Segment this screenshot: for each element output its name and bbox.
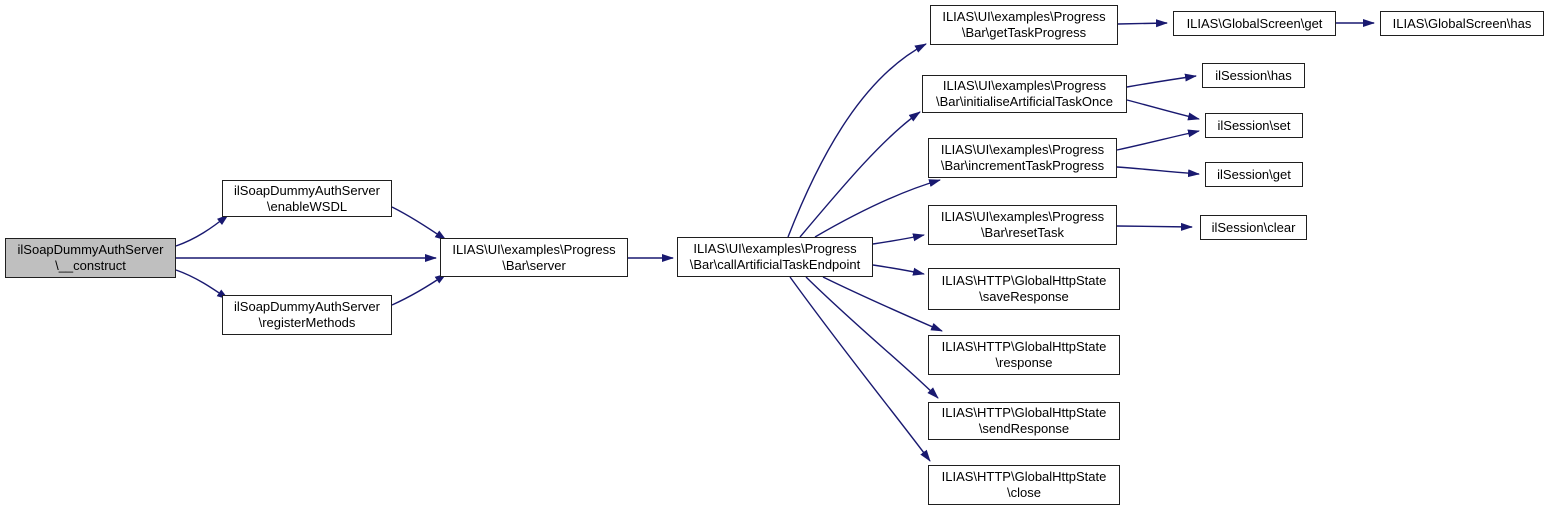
- edge-call-endpoint-to-initialise-task: [799, 111, 921, 238]
- edge-initialise-task-to-ilsession-has: [1126, 73, 1197, 88]
- edge-call-endpoint-to-send-response: [805, 276, 939, 399]
- edge-increment-task-to-ilsession-get: [1116, 166, 1200, 178]
- node-save-response[interactable]: ILIAS\HTTP\GlobalHttpState \saveResponse: [928, 268, 1120, 310]
- edge-call-endpoint-to-increment-task: [814, 179, 941, 238]
- edge-initialise-task-to-ilsession-set: [1126, 99, 1200, 121]
- node-construct: ilSoapDummyAuthServer \__construct: [5, 238, 176, 278]
- node-server[interactable]: ILIAS\UI\examples\Progress \Bar\server: [440, 238, 628, 277]
- edge-construct-to-enable-wsdl: [175, 214, 229, 247]
- node-ilsession-get[interactable]: ilSession\get: [1205, 162, 1303, 187]
- node-send-response[interactable]: ILIAS\HTTP\GlobalHttpState \sendResponse: [928, 402, 1120, 440]
- edge-get-task-progress-to-globalscreen-get: [1117, 19, 1168, 28]
- edge-call-endpoint-to-reset-task: [872, 233, 925, 245]
- node-ilsession-has[interactable]: ilSession\has: [1202, 63, 1305, 88]
- node-call-artificial-task-endpoint[interactable]: ILIAS\UI\examples\Progress \Bar\callArti…: [677, 237, 873, 277]
- edge-reset-task-to-ilsession-clear: [1116, 222, 1193, 231]
- node-increment-task-progress[interactable]: ILIAS\UI\examples\Progress \Bar\incremen…: [928, 138, 1117, 178]
- node-close[interactable]: ILIAS\HTTP\GlobalHttpState \close: [928, 465, 1120, 505]
- node-get-task-progress[interactable]: ILIAS\UI\examples\Progress \Bar\getTaskP…: [930, 5, 1118, 45]
- edge-register-methods-to-server: [391, 273, 447, 306]
- edge-call-endpoint-to-save-response: [872, 264, 925, 276]
- node-ilsession-clear[interactable]: ilSession\clear: [1200, 215, 1307, 240]
- node-response[interactable]: ILIAS\HTTP\GlobalHttpState \response: [928, 335, 1120, 375]
- node-globalscreen-has[interactable]: ILIAS\GlobalScreen\has: [1380, 11, 1544, 36]
- node-globalscreen-get[interactable]: ILIAS\GlobalScreen\get: [1173, 11, 1336, 36]
- edge-call-endpoint-to-close: [789, 276, 931, 462]
- edge-construct-to-register-methods: [175, 269, 229, 300]
- node-enable-wsdl[interactable]: ilSoapDummyAuthServer \enableWSDL: [222, 180, 392, 217]
- node-ilsession-set[interactable]: ilSession\set: [1205, 113, 1303, 138]
- edge-call-endpoint-to-get-task-progress: [787, 43, 927, 238]
- edge-enable-wsdl-to-server: [391, 206, 447, 241]
- node-register-methods[interactable]: ilSoapDummyAuthServer \registerMethods: [222, 295, 392, 335]
- edge-call-endpoint-to-response: [822, 276, 943, 332]
- node-reset-task[interactable]: ILIAS\UI\examples\Progress \Bar\resetTas…: [928, 205, 1117, 245]
- edge-increment-task-to-ilsession-set: [1116, 129, 1200, 151]
- node-initialise-artificial-task-once[interactable]: ILIAS\UI\examples\Progress \Bar\initiali…: [922, 75, 1127, 113]
